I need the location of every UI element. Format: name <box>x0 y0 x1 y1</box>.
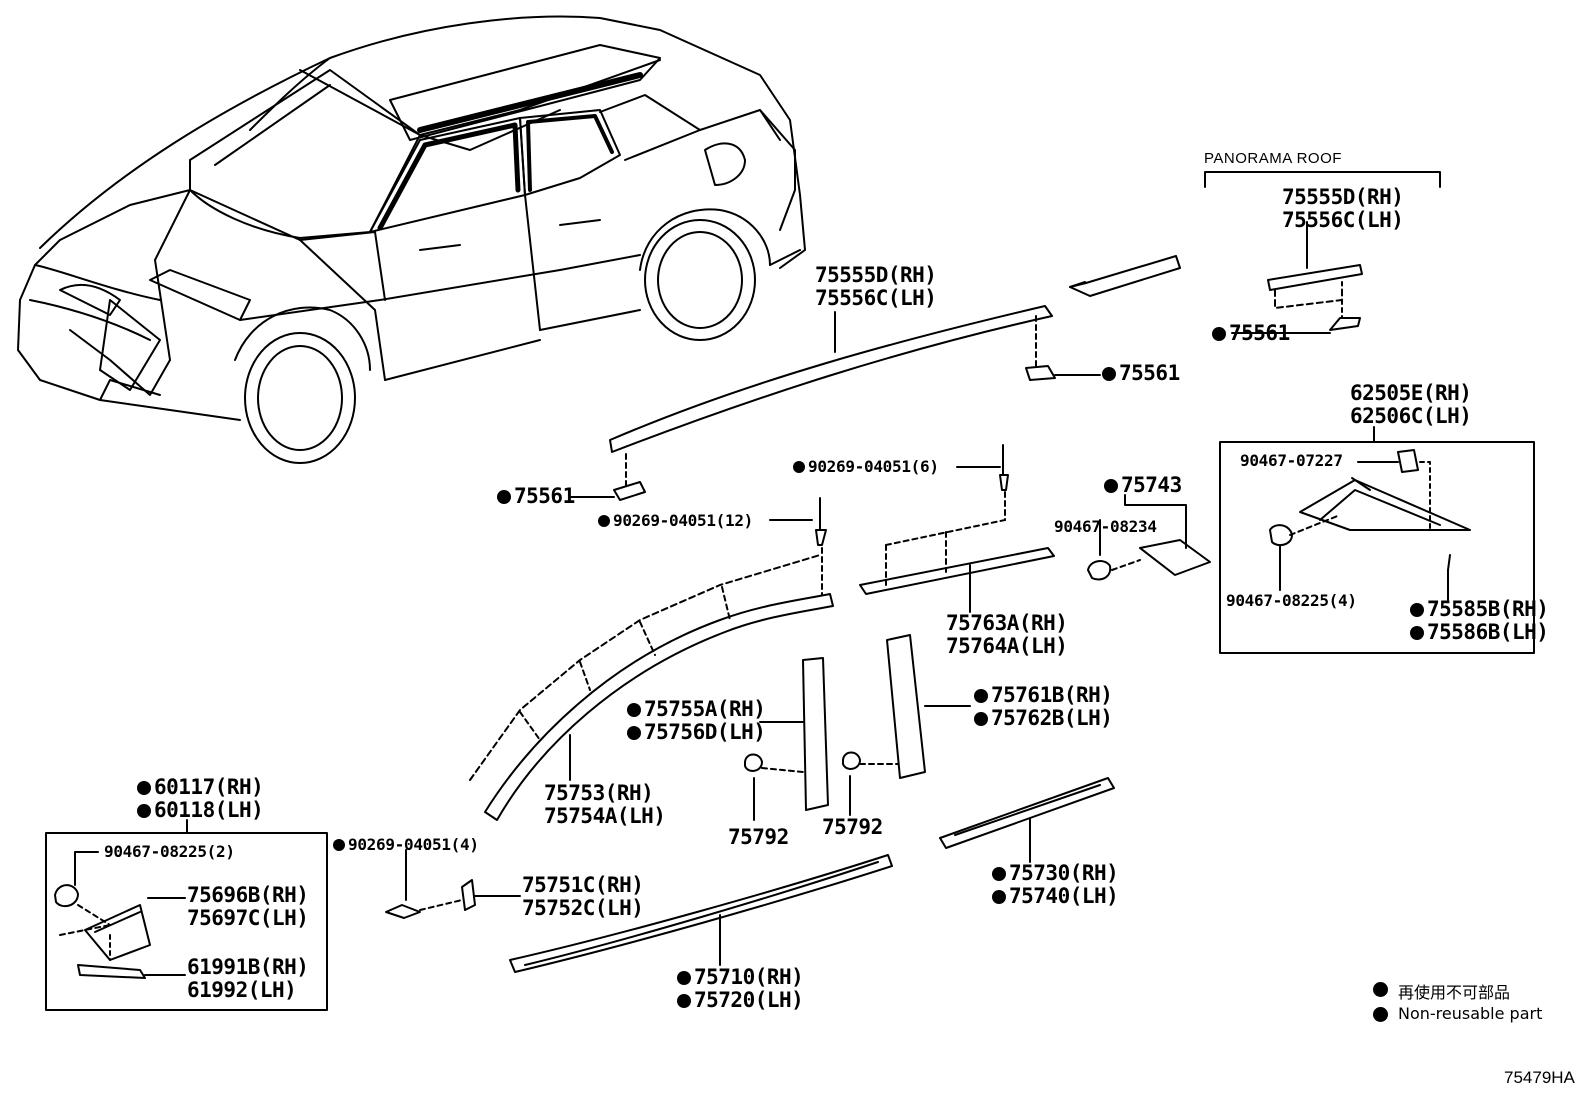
non-reusable-dot-icon <box>992 867 1006 881</box>
box-left-part-label: 60117(RH) 60118(LH) <box>137 776 264 822</box>
non-reusable-dot-icon <box>137 804 151 818</box>
non-reusable-dot-icon <box>1212 327 1226 341</box>
belt-front-label: 75730(RH) 75740(LH) <box>992 862 1119 908</box>
non-reusable-dot-icon <box>974 712 988 726</box>
diagram-code: 75479HA <box>1504 1068 1575 1087</box>
non-reusable-dot-icon <box>992 890 1006 904</box>
non-reusable-dot-icon <box>333 839 345 851</box>
rivet-6-label: 90269-04051(6) <box>793 458 939 476</box>
non-reusable-dot-icon <box>1102 367 1116 381</box>
legend-dot-icon <box>1373 1007 1388 1022</box>
roof-molding-label: 75555D(RH)75556C(LH) <box>815 263 937 310</box>
legend-jp: 再使用不可部品 <box>1398 983 1511 1002</box>
non-reusable-dot-icon <box>1104 479 1118 493</box>
rivet-12-label: 90269-04051(12) <box>598 512 753 530</box>
end-piece-label: 75751C(RH)75752C(LH) <box>522 873 644 920</box>
non-reusable-dot-icon <box>793 461 805 473</box>
non-reusable-dot-icon <box>598 515 610 527</box>
frame-molding-label: 75753(RH)75754A(LH) <box>544 781 666 828</box>
rocker-label: 75710(RH) 75720(LH) <box>677 966 804 1012</box>
box-left-guard-label: 75696B(RH)75697C(LH) <box>187 883 309 930</box>
right-box-group <box>1219 426 1535 654</box>
part-75743-label: 75743 <box>1104 474 1182 497</box>
pillar-front-label: 75755A(RH) 75756D(LH) <box>627 698 766 744</box>
box-left-clip-label: 90467-08225(2) <box>104 842 235 861</box>
box-right-clip2-label: 90467-08225(4) <box>1226 591 1357 610</box>
non-reusable-dot-icon <box>1410 626 1424 640</box>
non-reusable-dot-icon <box>627 726 641 740</box>
legend-dot-icon <box>1373 982 1388 997</box>
box-left-guard2-label: 61991B(RH)61992(LH) <box>187 955 309 1002</box>
box-right-part-label: 62505E(RH)62506C(LH) <box>1350 381 1472 428</box>
roof-clip-front-label: 75561 <box>497 485 575 508</box>
non-reusable-dot-icon <box>627 703 641 717</box>
panel-75743-group <box>1087 494 1211 581</box>
nut-right-label: 75792 <box>822 815 883 839</box>
box-right-seal-label: 75585B(RH) 75586B(LH) <box>1410 598 1549 644</box>
pillar-rear-label: 75761B(RH) 75762B(LH) <box>974 684 1113 730</box>
belt-rear-label: 75763A(RH)75764A(LH) <box>946 611 1068 658</box>
pano-clip-label: 75561 <box>1212 322 1290 345</box>
left-box-group <box>45 819 328 1011</box>
window-molding-group <box>385 444 1115 973</box>
rivet-4-label: 90269-04051(4) <box>333 836 479 854</box>
non-reusable-dot-icon <box>677 971 691 985</box>
roof-molding-group <box>569 305 1101 501</box>
non-reusable-dot-icon <box>974 689 988 703</box>
clip-08234-label: 90467-08234 <box>1054 517 1157 536</box>
non-reusable-dot-icon <box>137 781 151 795</box>
non-reusable-dot-icon <box>497 490 511 504</box>
legend-en: Non-reusable part <box>1398 1004 1543 1023</box>
roof-clip-rear-label: 75561 <box>1102 362 1180 385</box>
pano-molding-label: 75555D(RH)75556C(LH) <box>1282 185 1404 232</box>
non-reusable-dot-icon <box>677 994 691 1008</box>
nut-left-label: 75792 <box>728 825 789 849</box>
vehicle-illustration <box>17 15 806 464</box>
box-right-clip1-label: 90467-07227 <box>1240 451 1343 470</box>
non-reusable-dot-icon <box>1410 603 1424 617</box>
panorama-roof-header: PANORAMA ROOF <box>1204 150 1342 167</box>
panorama-roof-group <box>1069 171 1441 334</box>
